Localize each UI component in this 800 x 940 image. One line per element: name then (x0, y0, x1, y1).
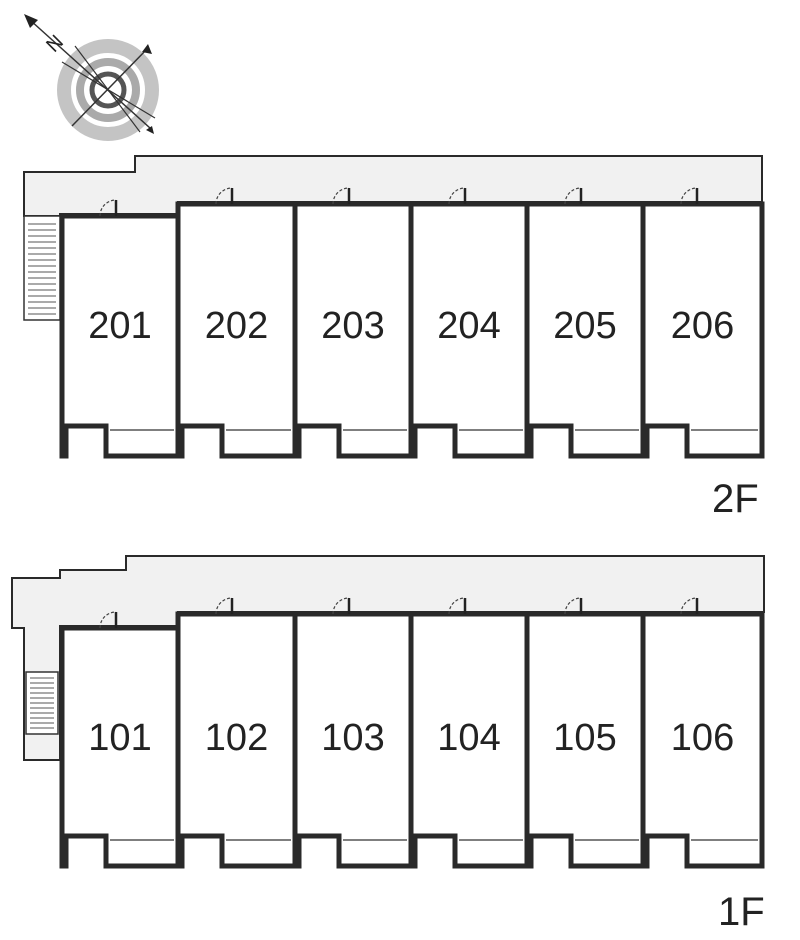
unit-203: 203 (292, 187, 414, 459)
unit-outline (640, 201, 765, 459)
door-icon (564, 597, 583, 615)
unit-106: 106 (640, 597, 765, 869)
door-icon (680, 597, 699, 615)
floor-label-2f: 2F (712, 477, 759, 521)
door-icon (215, 187, 234, 205)
door-icon (564, 187, 583, 205)
unit-205: 205 (524, 187, 646, 459)
unit-label: 102 (205, 717, 268, 759)
compass-icon (24, 14, 159, 141)
unit-label: 106 (671, 717, 734, 759)
unit-label: 206 (671, 305, 734, 347)
unit-201: 201 (59, 199, 181, 459)
door-icon (332, 187, 351, 205)
unit-102: 102 (175, 597, 298, 869)
door-icon (448, 187, 467, 205)
unit-label: 105 (553, 717, 616, 759)
door-icon (680, 187, 699, 205)
unit-101: 101 (59, 611, 181, 869)
unit-outline (640, 611, 765, 869)
unit-label: 201 (88, 305, 151, 347)
door-icon (99, 199, 118, 217)
stair-2f (23, 215, 61, 321)
unit-label: 204 (437, 305, 500, 347)
unit-label: 103 (321, 717, 384, 759)
unit-104: 104 (408, 597, 530, 869)
unit-label: 104 (437, 717, 500, 759)
unit-label: 203 (321, 305, 384, 347)
unit-103: 103 (292, 597, 414, 869)
floor-1f: 101 102 103 104 105 106 1F (11, 555, 765, 934)
door-icon (448, 597, 467, 615)
unit-label: 101 (88, 717, 151, 759)
unit-label: 202 (205, 305, 268, 347)
door-icon (99, 611, 118, 629)
unit-206: 206 (640, 187, 765, 459)
floor-2f: 201 202 203 204 205 206 2F (23, 155, 765, 521)
unit-label: 205 (553, 305, 616, 347)
door-icon (215, 597, 234, 615)
stair-1f (25, 671, 59, 735)
compass: N (24, 14, 159, 141)
door-icon (332, 597, 351, 615)
unit-105: 105 (524, 597, 646, 869)
unit-204: 204 (408, 187, 530, 459)
unit-202: 202 (175, 187, 298, 459)
floor-label-1f: 1F (718, 890, 765, 934)
